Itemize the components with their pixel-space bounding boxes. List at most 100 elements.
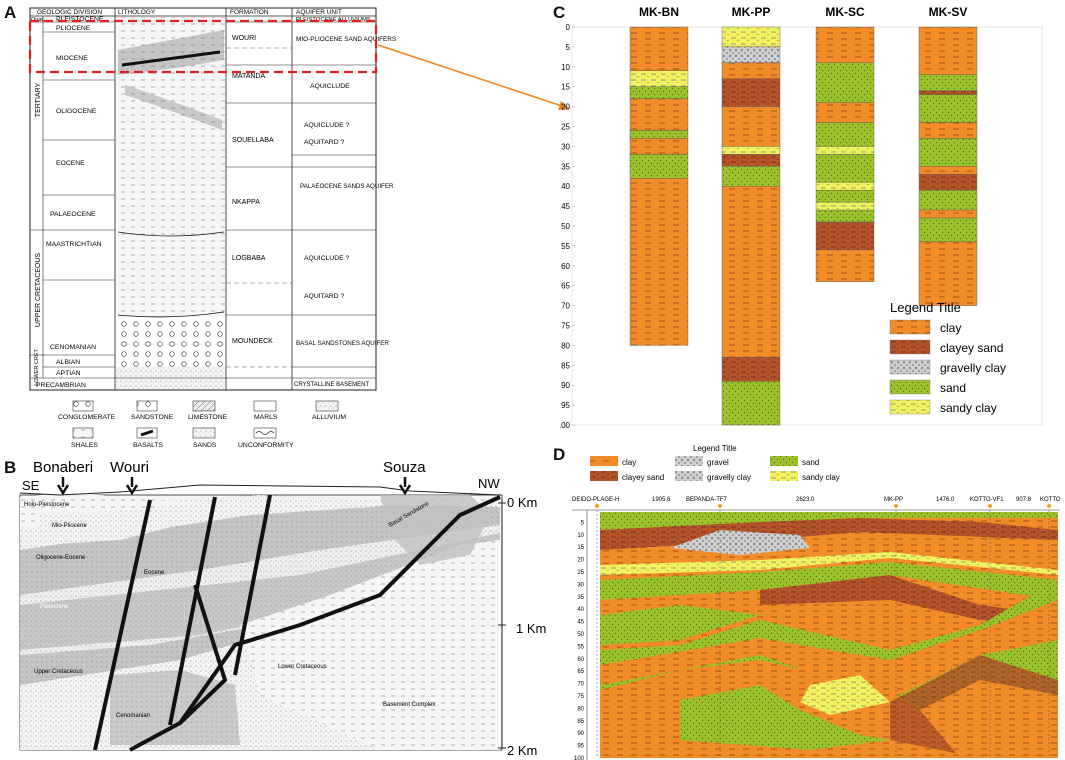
depth-tick-c: 10 [561, 63, 570, 72]
legend-sands: SANDS [193, 442, 217, 449]
log-segment-sandy-clay [629, 70, 689, 87]
aquifer-crystalline-basement: CRYSTALLINE BASEMENT [294, 382, 369, 388]
depth-tick-c: 20 [561, 103, 570, 112]
log-segment-sand [918, 94, 978, 123]
legend-sandstone: SANDSTONE [131, 414, 174, 421]
log-segment-sand [918, 74, 978, 91]
fence-body [600, 512, 1058, 758]
unit-eocene: Eocene [144, 570, 165, 576]
log-segment-clayey-sand [721, 154, 781, 167]
well-d-kotto: KOTTO [1040, 497, 1061, 503]
depth-0km: 0 Km [507, 495, 537, 510]
panel-a-stratigraphic-column: GEOLOGIC DIVISION LITHOLOGY FORMATION AQ… [28, 7, 396, 449]
epoch-maastrichtian: MAASTRICHTIAN [46, 241, 102, 248]
depth-tick-c: 100 [560, 421, 571, 430]
well-d-mkpp: MK-PP [884, 497, 903, 503]
log-segment-clay [721, 106, 781, 147]
depth-tick-c: 40 [561, 182, 570, 191]
direction-se: SE [22, 478, 40, 493]
distance-1: 1905.6 [652, 497, 671, 503]
formation-logbaba: LOGBABA [232, 255, 266, 262]
era-upper-cretaceous: UPPER CRETACEOUS [35, 253, 42, 327]
legend-d-gravel: gravel [707, 458, 729, 467]
depth-tick-d: 45 [577, 620, 584, 626]
depth-tick-c: 70 [561, 302, 570, 311]
header-formation: FORMATION [230, 9, 269, 16]
log-segment-clay [815, 249, 875, 282]
log-segment-clay [629, 178, 689, 346]
depth-tick-d: 95 [577, 744, 584, 750]
depth-tick-c: 45 [561, 202, 570, 211]
well-name-mk-sv: MK-SV [929, 5, 968, 19]
legend-alluvium: ALLUVIUM [312, 414, 346, 421]
log-segment-clay [918, 122, 978, 139]
depth-2km: 2 Km [507, 743, 537, 758]
depth-tick-d: 10 [577, 533, 584, 539]
depth-tick-c: 65 [561, 282, 570, 291]
unit-cenomanian: Cenomanian [116, 713, 150, 719]
legend-basalts: BASALTS [133, 442, 164, 449]
depth-tick-d: 70 [577, 682, 584, 688]
highlight-box [28, 19, 378, 74]
header-lithology: LITHOLOGY [118, 9, 156, 16]
log-segment-sand [815, 122, 875, 147]
log-segment-clay [815, 102, 875, 123]
depth-tick-c: 90 [561, 381, 570, 390]
well-d-deido: DEIDO-PLAGE-H [572, 497, 619, 503]
era-lower-cret: LOWER CRET. [34, 348, 40, 386]
aquifer-basal-sandstones: BASAL SANDSTONES AQUIFER [296, 340, 389, 347]
log-segment-clay [629, 98, 689, 131]
legend-d-title: Legend Title [693, 444, 737, 453]
depth-tick-c: 95 [561, 401, 570, 410]
panel-c-well-logs: 0510152025303540455055606570758085909510… [560, 5, 1043, 430]
depth-tick-d: 55 [577, 644, 584, 650]
header-geologic-division: GEOLOGIC DIVISION [37, 9, 102, 16]
legend-marls: MARLS [254, 414, 278, 421]
legend-conglomerate: CONGLOMERATE [58, 414, 116, 421]
depth-tick-d: 40 [577, 607, 584, 613]
depth-1km: 1 Km [516, 621, 546, 636]
depth-tick-c: 0 [566, 23, 571, 32]
epoch-palaeocene: PALAEOCENE [50, 211, 96, 218]
depth-tick-c: 35 [561, 162, 570, 171]
depth-tick-c: 75 [561, 322, 570, 331]
log-segment-sand [918, 138, 978, 167]
formation-matanda: MATANDA [232, 73, 266, 80]
panel-d-letter: D [553, 445, 566, 464]
formation-souellaba: SOUELLABA [232, 137, 274, 144]
formation-nkappa: NKAPPA [232, 199, 260, 206]
depth-tick-c: 50 [561, 222, 570, 231]
depth-tick-d: 85 [577, 719, 584, 725]
epoch-albian: ALBIAN [56, 359, 80, 366]
log-segment-clay [721, 185, 781, 358]
depth-tick-d: 90 [577, 731, 584, 737]
legend-c-title: Legend Title [890, 300, 961, 315]
log-segment-sand [721, 166, 781, 187]
depth-tick-d: 30 [577, 582, 584, 588]
epoch-precambrian: PRECAMBRIAN [36, 382, 86, 389]
depth-tick-c: 5 [566, 43, 571, 52]
well-name-mk-sc: MK-SC [825, 5, 865, 19]
location-bonaberi: Bonaberi [33, 459, 93, 476]
epoch-pleistocene: PLEISTOCENE [56, 16, 104, 23]
aquifer-aquitard-q1: AQUITARD ? [304, 139, 345, 146]
depth-tick-d: 80 [577, 706, 584, 712]
epoch-oligocene: OLIGOCENE [56, 108, 97, 115]
log-segment-clay [918, 166, 978, 175]
unit-upper-cretaceous: Upper Cretaceous [34, 669, 83, 675]
depth-tick-c: 25 [561, 123, 570, 132]
well-d-bepanda: BEPANDA-TF7 [686, 497, 728, 503]
panel-b-cross-section: Bonaberi Wouri Souza SE NW 0 Km 1 Km 2 K… [19, 459, 546, 758]
legend-limestone: LIMESTONE [188, 414, 228, 421]
legend-c-sand: sand [940, 381, 966, 395]
formation-wouri: WOURI [232, 35, 256, 42]
log-segment-clay [629, 138, 689, 155]
legend-c-swatch [889, 339, 931, 355]
log-segment-gravelly-clay [721, 46, 781, 64]
legend-unconformity: UNCONFORMITY [238, 442, 294, 449]
legend-d-clayey-sand: clayey sand [622, 473, 664, 482]
aquifer-aquiclude-q2: AQUICLUDE ? [304, 255, 350, 262]
unit-basement-complex: Basement Complex [383, 702, 435, 708]
legend-d-gravelly-clay: gravelly clay [707, 473, 751, 482]
depth-tick-d: 35 [577, 595, 584, 601]
